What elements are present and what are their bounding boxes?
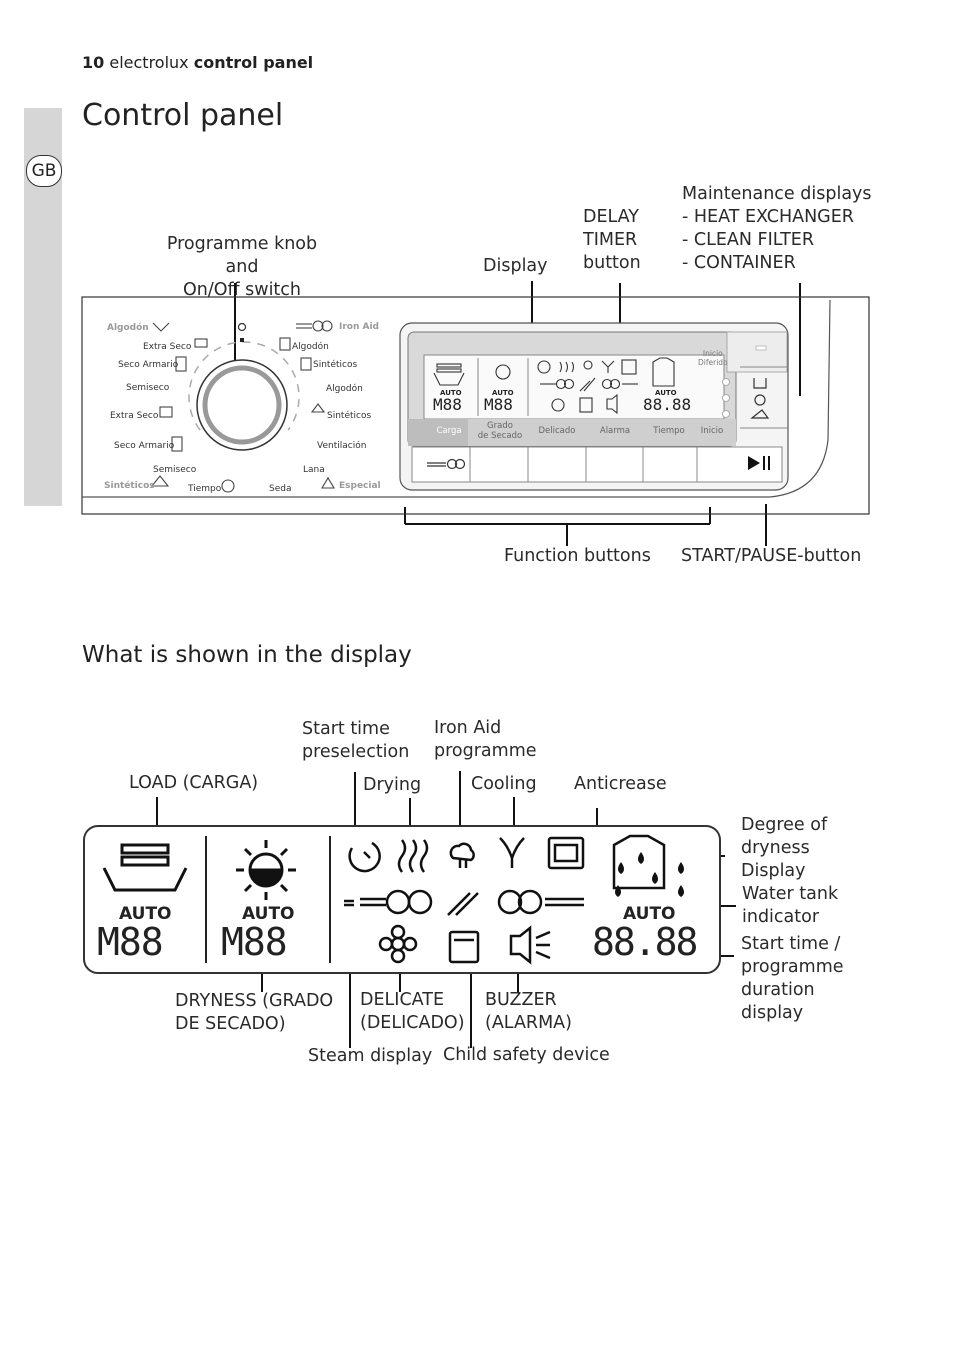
callout-cooling: Cooling <box>471 774 537 794</box>
panel-digits-2: M88 <box>484 395 513 414</box>
dial-right-3[interactable]: Algodón <box>326 384 363 394</box>
panel-digits-1: M88 <box>433 395 462 414</box>
callout-drying: Drying <box>363 775 422 795</box>
callout-load: LOAD (CARGA) <box>129 773 259 793</box>
dial-algodon-top: Algodón <box>107 323 149 333</box>
big-auto-2: AUTO <box>242 904 295 924</box>
panel-auto-3: AUTO <box>655 389 677 397</box>
dial-tiempo[interactable]: Tiempo <box>188 484 222 494</box>
dial-left-5[interactable]: Seco Armario <box>114 441 175 451</box>
big-digits-1: M88 <box>97 920 164 964</box>
dial-right-6[interactable]: Lana <box>303 465 325 475</box>
panel-auto-2: AUTO <box>492 389 514 397</box>
big-auto-3: AUTO <box>623 904 676 924</box>
panel-btn-tiempo: Tiempo <box>653 426 685 436</box>
panel-time: 88.88 <box>643 395 692 414</box>
dial-left-3[interactable]: Semiseco <box>126 383 170 393</box>
callout-dryness: DRYNESS (GRADO DE SECADO) <box>175 991 334 1034</box>
dial-especial: Especial <box>339 481 381 491</box>
dial-sinteticos-bottom: Sintéticos <box>104 481 155 491</box>
callout-anticrease: Anticrease <box>574 774 667 794</box>
panel-btn-inicio: Inicio <box>700 426 724 436</box>
dial-right-5[interactable]: Ventilación <box>317 441 367 451</box>
callout-delay: DELAY TIMER button <box>583 207 641 273</box>
big-time: 88.88 <box>592 920 698 964</box>
dial-left-6[interactable]: Semiseco <box>153 465 197 475</box>
page-title: Control panel <box>82 98 284 133</box>
callout-delicate: DELICATE (DELICADO) <box>360 990 465 1033</box>
callout-start: START/PAUSE-button <box>681 546 862 566</box>
big-auto-1: AUTO <box>119 904 172 924</box>
language-badge: GB <box>26 155 62 187</box>
callout-child: Child safety device <box>443 1045 610 1065</box>
panel-auto-1: AUTO <box>440 389 462 397</box>
dial-left-1[interactable]: Extra Seco <box>143 342 192 352</box>
callout-buzzer: BUZZER (ALARMA) <box>485 990 572 1033</box>
dial-left-2[interactable]: Seco Armario <box>118 360 179 370</box>
panel-btn-alarma: Alarma <box>599 426 631 436</box>
page-number: 10 <box>82 53 105 72</box>
callout-start-time: Start time preselection <box>302 719 410 762</box>
section-name: control panel <box>193 53 314 72</box>
big-digits-2: M88 <box>221 920 288 964</box>
callout-steam: Steam display <box>308 1046 433 1066</box>
language-label: GB <box>31 161 57 181</box>
callout-knob: Programme knob and On/Off switch <box>166 234 318 300</box>
panel-btn-grado: Grado de Secado <box>477 421 523 441</box>
panel-inicio-diferido: Inicio Diferido <box>698 349 728 367</box>
callout-maintenance: Maintenance displays - HEAT EXCHANGER - … <box>682 184 872 273</box>
dial-right-1[interactable]: Algodón <box>292 342 329 352</box>
callout-start-time-display: Start time / programme duration display <box>741 934 844 1023</box>
callout-water-tank: Water tank indicator <box>742 884 839 927</box>
panel-btn-delicado: Delicado <box>538 426 576 436</box>
dial-right-4[interactable]: Sintéticos <box>327 411 372 421</box>
section-subtitle: What is shown in the display <box>82 642 412 668</box>
dial-right-2[interactable]: Sintéticos <box>313 360 358 370</box>
dial-seda[interactable]: Seda <box>269 484 292 494</box>
control-panel-drawing <box>81 281 870 546</box>
callout-function: Function buttons <box>504 546 651 566</box>
panel-btn-carga: Carga <box>436 426 462 436</box>
brand-name: electrolux <box>109 53 189 72</box>
dial-left-4[interactable]: Extra Seco <box>110 411 159 421</box>
callout-iron-aid: Iron Aid programme <box>434 718 537 761</box>
callout-degree: Degree of dryness Display <box>741 815 828 881</box>
page-header: 10 electrolux control panel <box>82 53 313 72</box>
dial-iron-aid: Iron Aid <box>339 322 380 332</box>
callout-display: Display <box>483 256 548 276</box>
